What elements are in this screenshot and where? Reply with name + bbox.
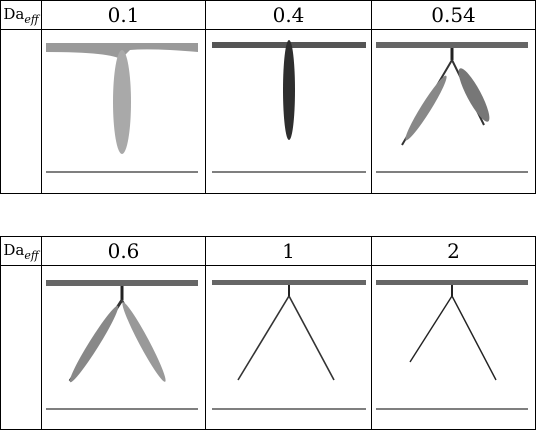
- column-header-2: 2: [371, 236, 536, 266]
- panel-0-6-image: [46, 280, 198, 410]
- row-label-main: Da: [3, 240, 25, 259]
- row-label-sub: eff: [24, 12, 39, 26]
- figure-table-top: Daeff 0.1 0.4 0.54: [0, 0, 536, 194]
- row-empty-cell-top: [0, 29, 42, 194]
- panel-cell-0-54: [371, 29, 536, 194]
- panel-cell-2: [371, 265, 536, 430]
- row-empty-cell-bottom: [0, 265, 42, 430]
- panel-cell-0-6: [41, 265, 206, 430]
- panel-0-4-image: [212, 40, 366, 173]
- panel-0-1-image: [46, 43, 198, 173]
- column-header-0-54: 0.54: [371, 0, 536, 30]
- column-header-0-6: 0.6: [41, 236, 206, 266]
- panel-cell-1: [205, 265, 372, 430]
- row-label-daeff-bottom: Daeff: [0, 236, 42, 266]
- panel-cell-0-1: [41, 29, 206, 194]
- column-header-0-1: 0.1: [41, 0, 206, 30]
- panel-1-image: [212, 280, 366, 410]
- figure-table-bottom: Daeff 0.6 1 2: [0, 236, 536, 430]
- row-label-daeff-top: Daeff: [0, 0, 42, 30]
- column-header-0-4: 0.4: [205, 0, 372, 30]
- panel-cell-0-4: [205, 29, 372, 194]
- panel-2-image: [376, 280, 528, 410]
- column-header-1: 1: [205, 236, 372, 266]
- row-label-sub: eff: [24, 248, 39, 262]
- row-label-main: Da: [3, 4, 25, 23]
- panel-0-54-image: [376, 42, 528, 173]
